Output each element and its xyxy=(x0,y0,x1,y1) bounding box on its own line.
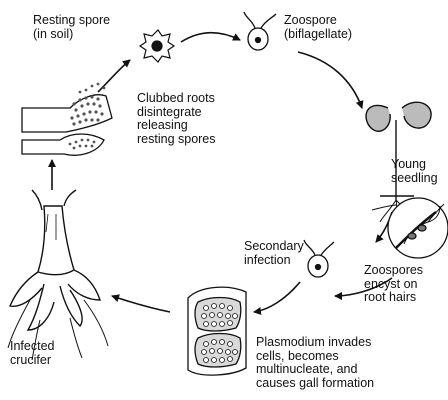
clubbed-roots-line4: resting spores xyxy=(137,133,216,147)
zoospore-label: Zoospore (biflagellate) xyxy=(284,14,352,41)
clubbed-roots-icon xyxy=(22,83,112,156)
plasmodium-line4: causes gall formation xyxy=(256,377,374,391)
arrow-plasmodium-to-crucifer xyxy=(112,296,170,312)
infected-crucifer-line1: Infected xyxy=(10,340,54,354)
zoospore-line1: Zoospore xyxy=(284,14,352,28)
root-hair-inset-icon xyxy=(388,198,448,258)
zoospore-line2: (biflagellate) xyxy=(284,28,352,42)
clubbed-roots-line1: Clubbed roots xyxy=(137,92,216,106)
secondary-zoospore-icon xyxy=(304,240,334,277)
resting-spore-line2: (in soil) xyxy=(33,28,110,42)
zoospores-encyst-label: Zoospores encyst on root hairs xyxy=(364,264,423,305)
young-seedling-label: Young seedling xyxy=(391,158,438,185)
secondary-infection-line1: Secondary xyxy=(244,240,304,254)
zoospores-encyst-line1: Zoospores xyxy=(364,264,423,278)
infected-crucifer-icon xyxy=(8,190,108,360)
clubbed-roots-line3: releasing xyxy=(137,119,216,133)
young-seedling-line2: seedling xyxy=(391,172,438,186)
cycle-arrows xyxy=(52,33,392,312)
plasmodium-line2: cells, becomes xyxy=(256,350,374,364)
plasmodium-label: Plasmodium invades cells, becomes multin… xyxy=(256,336,374,390)
clubbed-roots-line2: disintegrate xyxy=(137,106,216,120)
arrow-zoospore-to-seedling xyxy=(298,52,362,108)
secondary-infection-line2: infection xyxy=(244,254,304,268)
resting-spore-label: Resting spore (in soil) xyxy=(33,14,110,41)
young-seedling-line1: Young xyxy=(391,158,438,172)
resting-spore-icon xyxy=(140,30,174,62)
resting-spore-line1: Resting spore xyxy=(33,14,110,28)
arrow-secondary-to-plasmodium xyxy=(254,282,300,312)
secondary-infection-label: Secondary infection xyxy=(244,240,304,267)
arrow-clubbed-to-spore xyxy=(98,60,130,92)
infected-crucifer-line2: crucifer xyxy=(10,354,54,368)
clubbed-roots-label: Clubbed roots disintegrate releasing res… xyxy=(137,92,216,146)
plasmodium-cells-icon xyxy=(188,287,246,375)
zoospores-encyst-line2: encyst on xyxy=(364,278,423,292)
infected-crucifer-label: Infected crucifer xyxy=(10,340,54,367)
arrow-spore-to-zoospore xyxy=(181,33,240,42)
plasmodium-line3: multinucleate, and xyxy=(256,363,374,377)
zoospore-icon xyxy=(244,12,276,50)
plasmodium-line1: Plasmodium invades xyxy=(256,336,374,350)
zoospores-encyst-line3: root hairs xyxy=(364,291,423,305)
